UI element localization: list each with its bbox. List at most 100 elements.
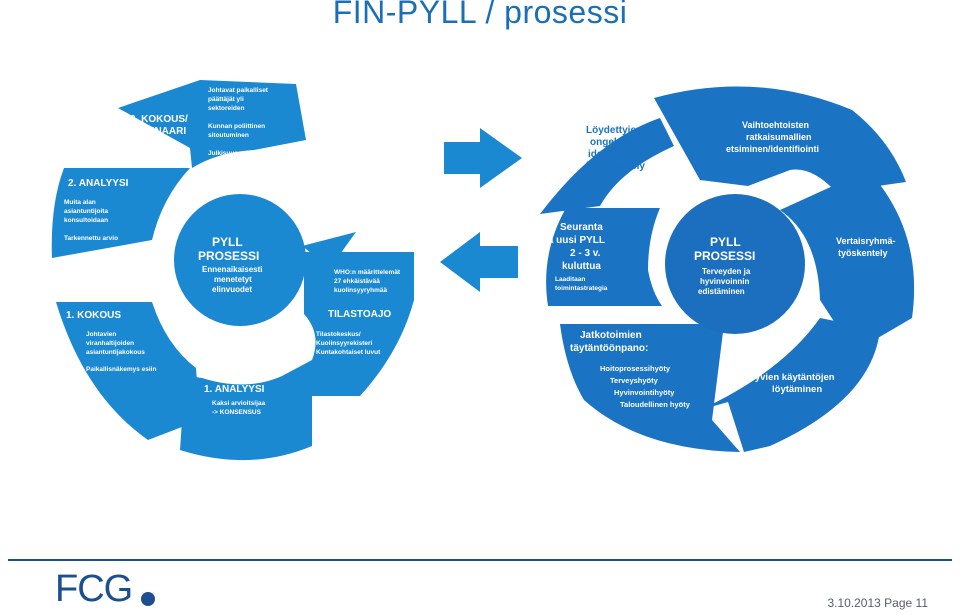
right-vaihtoehtoisten-text: Vaihtoehtoisten ratkaisumallien etsimine… [726,120,819,154]
right-segment-vaihtoehtoisten [654,86,906,192]
jatkotoimien-item-3: Hyvinvointihyöty [614,388,675,397]
kokous2-item-2: päättäjät yli [208,96,244,103]
analyysi2-item-2: asiantuntijoita [64,208,108,215]
footer-divider [8,559,952,561]
jatkotoimien-item-1: Hoitoprosessihyöty [600,364,671,373]
kokous1-item-1: Johtavien [86,331,116,338]
seuranta-item-1: Laaditaan [555,276,585,283]
loydettyjen-1: Löydettyjen [586,125,642,136]
seuranta-heading-4: kuluttua [562,261,601,272]
kokous2-item-4: Kunnan poliittinen [208,123,265,130]
page-title: FIN-PYLL / prosessi [332,0,628,30]
right-loydettyjen-text: Löydettyjen ongelmien identifiointi ja r… [585,125,645,172]
arrow-right [444,128,522,188]
left-analyysi1-text: 1. ANALYYSI Kaksi arvioitsijaa -> KONSEN… [204,384,265,416]
kokous1-heading: 1. KOKOUS [66,310,121,321]
kokous2-item-6: Julkisuus [208,150,238,157]
vaihtoehtoisten-2: ratkaisumallien [746,132,812,142]
process-diagram: PYLL PROSESSI Ennenaikaisesti menetetyt … [51,80,915,461]
right-center-sub-2: hyvinvoinnin [700,277,749,286]
tilastoajo-item-2: Kuolinsyyrekisteri [316,340,373,347]
analyysi1-item-1: Kaksi arvioitsijaa [212,400,265,407]
jatkotoimien-item-2: Terveyshyöty [610,376,659,385]
right-hyvien-text: Hyvien käytäntöjen löytäminen [748,372,835,395]
right-center-title-2: PROSESSI [694,249,755,263]
tilastoajo-item-3: Kuntakohtaiset luvut [316,349,381,356]
right-segment-hyvien [700,318,880,452]
analyysi1-heading: 1. ANALYYSI [204,384,265,395]
right-center-text: PYLL PROSESSI Terveyden ja hyvinvoinnin … [694,235,755,296]
tilastoajo-intro-3: kuolinsyyryhmää [334,287,387,294]
vertaisryhma-1: Vertaisryhmä- [836,236,896,246]
loydettyjen-2: ongelmien [590,137,640,148]
seuranta-item-2: toimintastrategia [555,285,608,292]
kokous2-heading-2: SEMINAARI [130,126,186,137]
left-arrowhead-tilasto [302,232,356,268]
hyvien-2: löytäminen [772,384,822,395]
left-center-text: PYLL PROSESSI Ennenaikaisesti menetetyt … [198,235,262,294]
right-vertaisryhma-text: Vertaisryhmä- työskentely [836,236,896,258]
right-center-disc [665,194,805,334]
analyysi2-item-4: Tarkennettu arvio [64,235,118,242]
left-center-title-1: PYLL [212,235,243,249]
fcg-logo: FCG [55,568,133,610]
left-analyysi2-text: 2. ANALYYSI Muita alan asiantuntijoita k… [64,178,129,242]
left-segment-tilastoajo [304,252,414,396]
vaihtoehtoisten-1: Vaihtoehtoisten [742,120,809,130]
analyysi2-item-3: konsultoidaan [64,217,108,224]
jatkotoimien-item-4: Taloudellinen hyöty [620,400,691,409]
arrow-left [440,232,518,292]
jatkotoimien-heading-1: Jatkotoimien [580,330,642,341]
vertaisryhma-2: työskentely [838,248,888,258]
analyysi2-item-1: Muita alan [64,199,96,206]
left-cycle [51,80,414,461]
left-center-sub-1: Ennenaikaisesti [202,265,262,274]
kokous2-item-5: sitoutuminen [208,132,249,139]
left-center-disc [174,194,306,326]
left-segment-kokous1 [56,302,200,440]
left-kokous1-text: 1. KOKOUS Johtavien viranhaltijoiden asi… [66,310,156,373]
kokous2-heading-1: 2. KOKOUS/ [130,114,188,125]
footer-page: Page 11 [884,596,928,610]
vaihtoehtoisten-3: etsiminen/identifiointi [726,144,819,154]
right-seuranta-text: Seuranta ja uusi PYLL 2 - 3 v. kuluttua … [544,222,608,292]
seuranta-heading-3: 2 - 3 v. [570,248,601,259]
right-segment-top-arc [540,118,674,214]
footer-date: 3.10.2013 [827,596,881,610]
left-tilastoajo-text: WHO:n määrittelemät 27 ehkäistävää kuoli… [316,269,401,356]
seuranta-heading-2: ja uusi PYLL [544,235,605,246]
right-segment-jatkotoimien [560,324,740,452]
logo-dot-icon [141,592,155,606]
seuranta-heading-1: Seuranta [560,222,603,233]
left-center-sub-2: menetetyt [214,275,252,284]
left-center-title-2: PROSESSI [198,249,259,263]
kokous2-item-1: Johtavat paikalliset [208,87,269,94]
right-center-sub-1: Terveyden ja [702,267,751,276]
tilastoajo-intro-1: WHO:n määrittelemät [334,269,401,276]
right-jatkotoimien-text: Jatkotoimien täytäntöönpano: Hoitoproses… [570,330,691,409]
left-center-sub-3: elinvuodet [212,285,252,294]
kokous2-item-3: sektoreiden [208,105,245,112]
left-segment-kokous2 [118,80,306,168]
kokous1-item-4: Paikallisnäkemys esiin [86,366,156,373]
right-cycle [540,86,915,452]
kokous1-item-2: viranhaltijoiden [86,340,134,347]
loydettyjen-4: ja ryhmittely [585,161,645,172]
hyvien-1: Hyvien käytäntöjen [748,372,835,383]
right-center-sub-3: edistäminen [698,287,745,296]
left-segment-analyysi2 [51,168,190,258]
footer-info: 3.10.2013 Page 11 [827,596,928,610]
right-center-title-1: PYLL [710,235,741,249]
tilastoajo-intro-2: 27 ehkäistävää [334,278,380,285]
right-segment-vertaisryhma [780,170,915,352]
analyysi2-heading: 2. ANALYYSI [68,178,129,189]
kokous1-item-3: asiantuntijakokous [86,349,145,356]
right-segment-seuranta [546,208,662,306]
jatkotoimien-heading-2: täytäntöönpano: [570,343,648,354]
loydettyjen-3: identifiointi [588,149,642,160]
tilastoajo-heading: TILASTOAJO [328,309,391,320]
analyysi1-item-2: -> KONSENSUS [212,409,262,416]
left-kokous2-text: 2. KOKOUS/ SEMINAARI Johtavat paikallise… [130,87,269,157]
left-segment-analyysi1 [162,360,312,461]
tilastoajo-item-1: Tilastokeskus/ [316,331,361,338]
